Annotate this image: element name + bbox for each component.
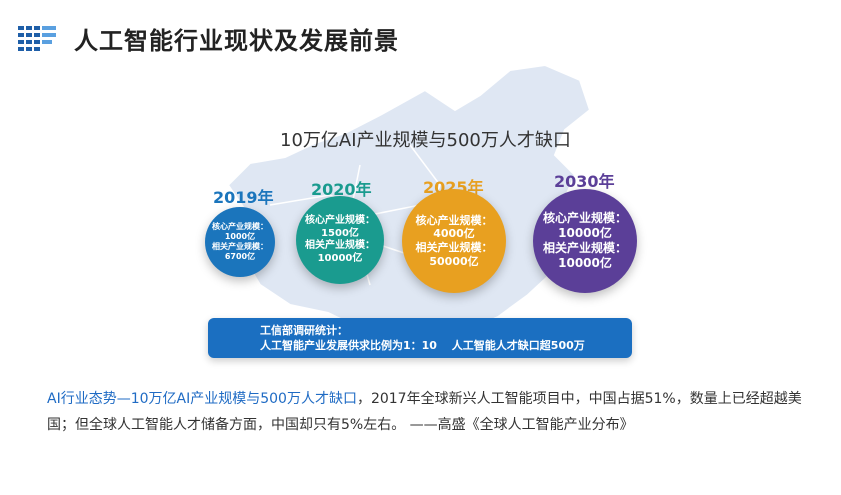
- caption-highlight: AI行业态势—10万亿AI产业规模与500万人才缺口: [47, 391, 357, 407]
- year-label-2020: 2020年: [311, 180, 372, 199]
- core-label: 核心产业规模：: [212, 222, 268, 231]
- infographic-title: 10万亿AI产业规模与500万人才缺口: [280, 130, 571, 151]
- related-value: 10000亿: [317, 252, 363, 264]
- caption-text: ，2017年全球新兴人工智能项目中，中国占据51%，数量上已经超越美国；但全球人…: [47, 391, 802, 433]
- related-label: 相关产业规模：: [542, 241, 627, 255]
- core-label: 核心产业规模：: [415, 213, 493, 227]
- page-title: 人工智能行业现状及发展前景: [74, 26, 399, 55]
- related-value: 6700亿: [224, 252, 256, 261]
- related-label: 相关产业规模：: [305, 240, 375, 251]
- related-value: 10000亿: [558, 256, 612, 270]
- core-value: 1500亿: [321, 227, 359, 239]
- header: 人工智能行业现状及发展前景: [18, 18, 399, 58]
- core-label: 核心产业规模：: [305, 215, 375, 226]
- core-value: 10000亿: [558, 226, 612, 240]
- survey-stat-bar: 工信部调研统计： 人工智能产业发展供求比例为1：10 人工智能人才缺口超500万: [208, 318, 632, 358]
- logo-icon: [18, 24, 56, 52]
- caption: AI行业态势—10万亿AI产业规模与500万人才缺口，2017年全球新兴人工智能…: [47, 386, 807, 438]
- related-label: 相关产业规模：: [415, 241, 493, 254]
- core-value: 4000亿: [433, 227, 475, 241]
- stage-circle-2030: 核心产业规模： 10000亿 相关产业规模： 10000亿: [533, 189, 637, 293]
- related-value: 50000亿: [429, 254, 479, 268]
- stage-circle-2019: 核心产业规模： 1000亿 相关产业规模： 6700亿: [205, 207, 275, 277]
- year-label-2019: 2019年: [213, 188, 274, 207]
- year-label-2030: 2030年: [554, 172, 615, 191]
- related-label: 相关产业规模：: [212, 242, 268, 251]
- stat-bar-line2: 人工智能产业发展供求比例为1：10 人工智能人才缺口超500万: [260, 339, 585, 352]
- stage-circle-2020: 核心产业规模： 1500亿 相关产业规模： 10000亿: [296, 196, 384, 284]
- core-value: 1000亿: [224, 232, 256, 241]
- core-label: 核心产业规模：: [542, 211, 627, 225]
- stage-circle-2025: 核心产业规模： 4000亿 相关产业规模： 50000亿: [402, 189, 506, 293]
- stat-bar-line1: 工信部调研统计：: [260, 324, 348, 337]
